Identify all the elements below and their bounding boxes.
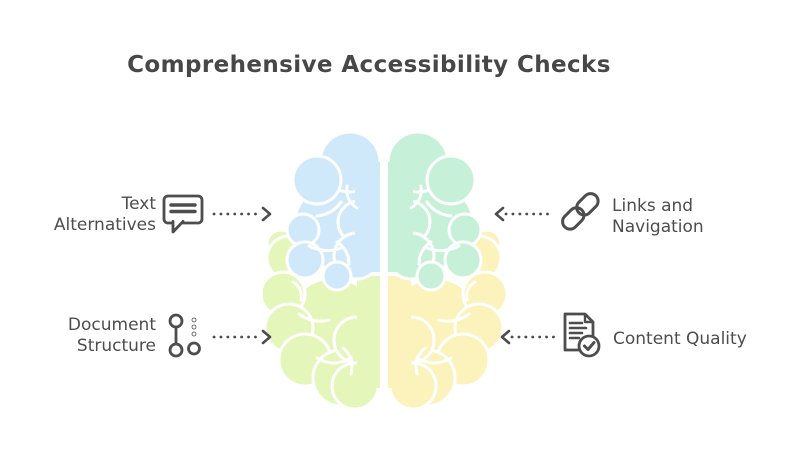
speech-bubble-icon [162, 194, 204, 234]
document-check-icon [563, 312, 601, 358]
label-line: Structure [76, 336, 156, 356]
label-line: Text [121, 194, 156, 214]
dotted-arrow-right-icon [212, 329, 272, 345]
label-line: Links and [612, 196, 694, 216]
dotted-arrow-left-icon [494, 206, 554, 222]
label-line: Navigation [612, 217, 704, 237]
callout-label: Links and Navigation [612, 196, 752, 238]
brain-illustration [263, 130, 507, 411]
outline-structure-icon [168, 313, 201, 358]
brain-right-hemisphere [386, 130, 507, 411]
label-line: Document [67, 315, 156, 335]
dotted-arrow-right-icon [212, 206, 272, 222]
label-line: Alternatives [53, 215, 156, 235]
chain-link-icon [561, 192, 600, 231]
page-title: Comprehensive Accessibility Checks [127, 52, 611, 78]
brain-left-hemisphere [263, 130, 382, 411]
callout-label: Content Quality [613, 329, 773, 350]
callout-label: Document Structure [28, 315, 156, 357]
callout-label: Text Alternatives [28, 194, 156, 236]
dotted-arrow-left-icon [500, 329, 560, 345]
label-line: Content Quality [613, 329, 747, 349]
